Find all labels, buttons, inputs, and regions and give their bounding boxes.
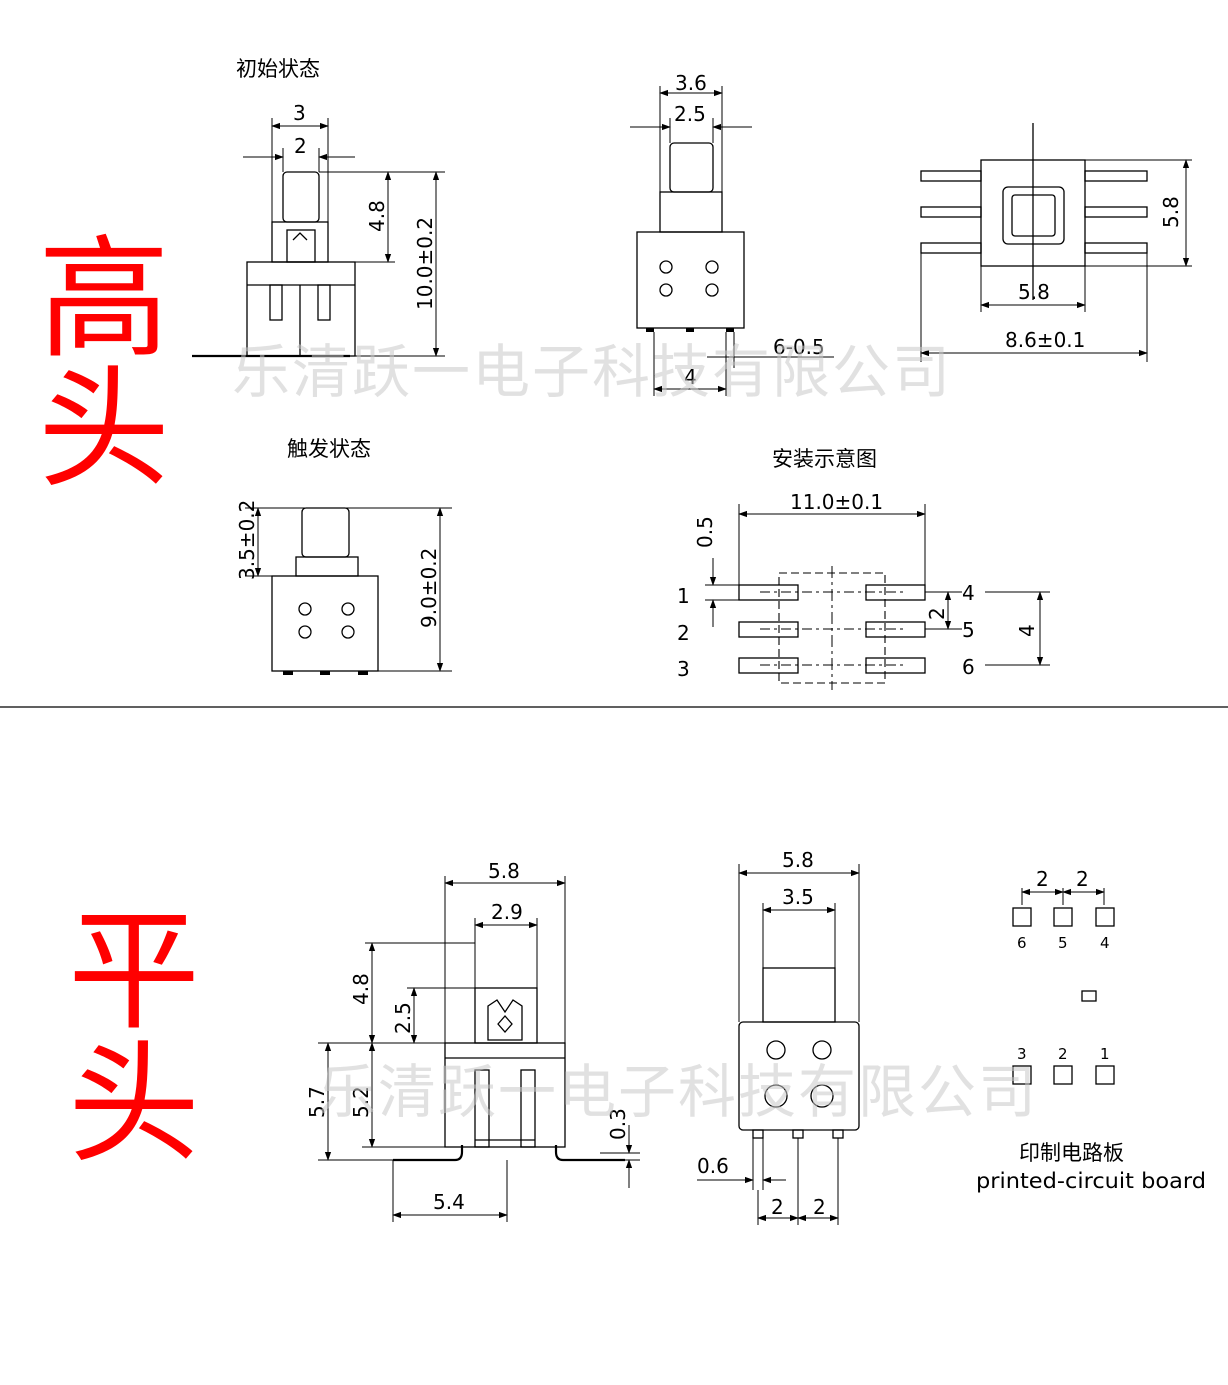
flat-front-dim-pitch-1: 2 [771, 1195, 784, 1219]
flat-side-dim-base: 5.4 [433, 1190, 465, 1214]
flat-front-dim-pin: 0.6 [697, 1154, 729, 1178]
pcb-pad-1 [1095, 1065, 1115, 1085]
watermark-bottom: 乐清跃一电子科技有限公司 [318, 1058, 1038, 1126]
triggered-state-view: 触发状态 3.5±0.2 9.0±0.2 [235, 437, 452, 675]
initial-state-view: 初始状态 3 2 [192, 57, 445, 358]
flat-title-line1: 平 [68, 895, 200, 1049]
pcb-dim-pitch-2: 2 [1076, 867, 1089, 891]
flat-side-dim-plunger: 2.9 [491, 900, 523, 924]
flat-side-dim-plunger-height: 2.5 [391, 1002, 415, 1034]
pcb-pad-5 [1053, 907, 1073, 927]
pcb-label-4: 4 [1100, 934, 1110, 952]
pcb-layout-view: 2 2 6 5 4 3 2 1 印制电路板 printed-circuit bo… [976, 867, 1206, 1193]
installation-pin-1: 1 [677, 584, 690, 608]
flat-front-dim-plunger: 3.5 [782, 885, 814, 909]
flat-title-line2: 头 [68, 1028, 200, 1182]
high-top-dim-depth: 5.8 [1159, 196, 1183, 228]
high-front-view: 3.6 2.5 6-0.5 4 [630, 71, 834, 396]
flat-side-view: 5.8 2.9 4.8 2.5 5.7 5.2 0.3 [305, 859, 640, 1222]
flat-front-dim-pitch-2: 2 [813, 1195, 826, 1219]
installation-view: 安装示意图 11.0±0.1 0.5 [677, 447, 1050, 690]
flat-side-dim-plate: 0.3 [606, 1108, 630, 1140]
high-front-dim-pin: 6-0.5 [773, 335, 825, 359]
installation-pin-3: 3 [677, 657, 690, 681]
installation-dim-pin-thickness: 0.5 [693, 516, 717, 548]
triggered-state-caption: 触发状态 [287, 437, 371, 461]
triggered-dim-height: 9.0±0.2 [417, 548, 441, 628]
pcb-label-3: 3 [1017, 1045, 1027, 1063]
installation-dim-pitch: 2 [925, 607, 949, 620]
installation-pin-6: 6 [962, 655, 975, 679]
watermark-top: 乐清跃一电子科技有限公司 [232, 338, 952, 406]
initial-dim-width-inner: 2 [294, 134, 307, 158]
flat-head-section: 平 头 5.8 2.9 [68, 848, 1206, 1225]
initial-dim-height: 10.0±0.2 [413, 217, 437, 310]
installation-pin-2: 2 [677, 621, 690, 645]
high-front-dim-outer: 3.6 [675, 71, 707, 95]
high-title-line2: 头 [38, 353, 170, 507]
high-front-dim-pitch: 4 [684, 365, 697, 389]
pcb-label-2: 2 [1058, 1045, 1068, 1063]
initial-dim-stroke: 4.8 [365, 200, 389, 232]
flat-side-dim-body: 5.2 [349, 1086, 373, 1118]
initial-dim-width-outer: 3 [293, 101, 306, 125]
pcb-caption-en: printed-circuit board [976, 1169, 1206, 1193]
pcb-pad-4 [1095, 907, 1115, 927]
installation-pin-5: 5 [962, 618, 975, 642]
pcb-label-5: 5 [1058, 934, 1068, 952]
high-head-section: 高 头 初始状态 3 [38, 57, 1192, 690]
pcb-caption-cn: 印制电路板 [1019, 1141, 1124, 1165]
flat-front-dim-width: 5.8 [782, 848, 814, 872]
flat-side-dim-body-total: 5.7 [305, 1086, 329, 1118]
flat-side-dim-width: 5.8 [488, 859, 520, 883]
pcb-pad-3 [1012, 1065, 1032, 1085]
pcb-label-6: 6 [1017, 934, 1027, 952]
high-top-dim-width: 5.8 [1018, 280, 1050, 304]
high-front-dim-inner: 2.5 [674, 102, 706, 126]
flat-side-dim-upper: 4.8 [349, 973, 373, 1005]
high-title-line1: 高 [38, 223, 170, 377]
flat-front-view: 5.8 3.5 0.6 2 2 [697, 848, 860, 1225]
initial-state-caption: 初始状态 [236, 57, 320, 81]
high-top-dim-span: 8.6±0.1 [1005, 328, 1085, 352]
installation-caption: 安装示意图 [772, 447, 877, 471]
installation-pin-4: 4 [962, 581, 975, 605]
pcb-pad-6 [1012, 907, 1032, 927]
pcb-center-pad [1081, 990, 1097, 1002]
high-top-view: 5.8 5.8 8.6±0.1 [920, 123, 1192, 362]
triggered-dim-stroke: 3.5±0.2 [235, 500, 259, 580]
installation-dim-total: 4 [1015, 624, 1039, 637]
pcb-dim-pitch-1: 2 [1036, 867, 1049, 891]
pcb-pad-2 [1053, 1065, 1073, 1085]
installation-dim-span: 11.0±0.1 [790, 490, 883, 514]
pcb-label-1: 1 [1100, 1045, 1110, 1063]
